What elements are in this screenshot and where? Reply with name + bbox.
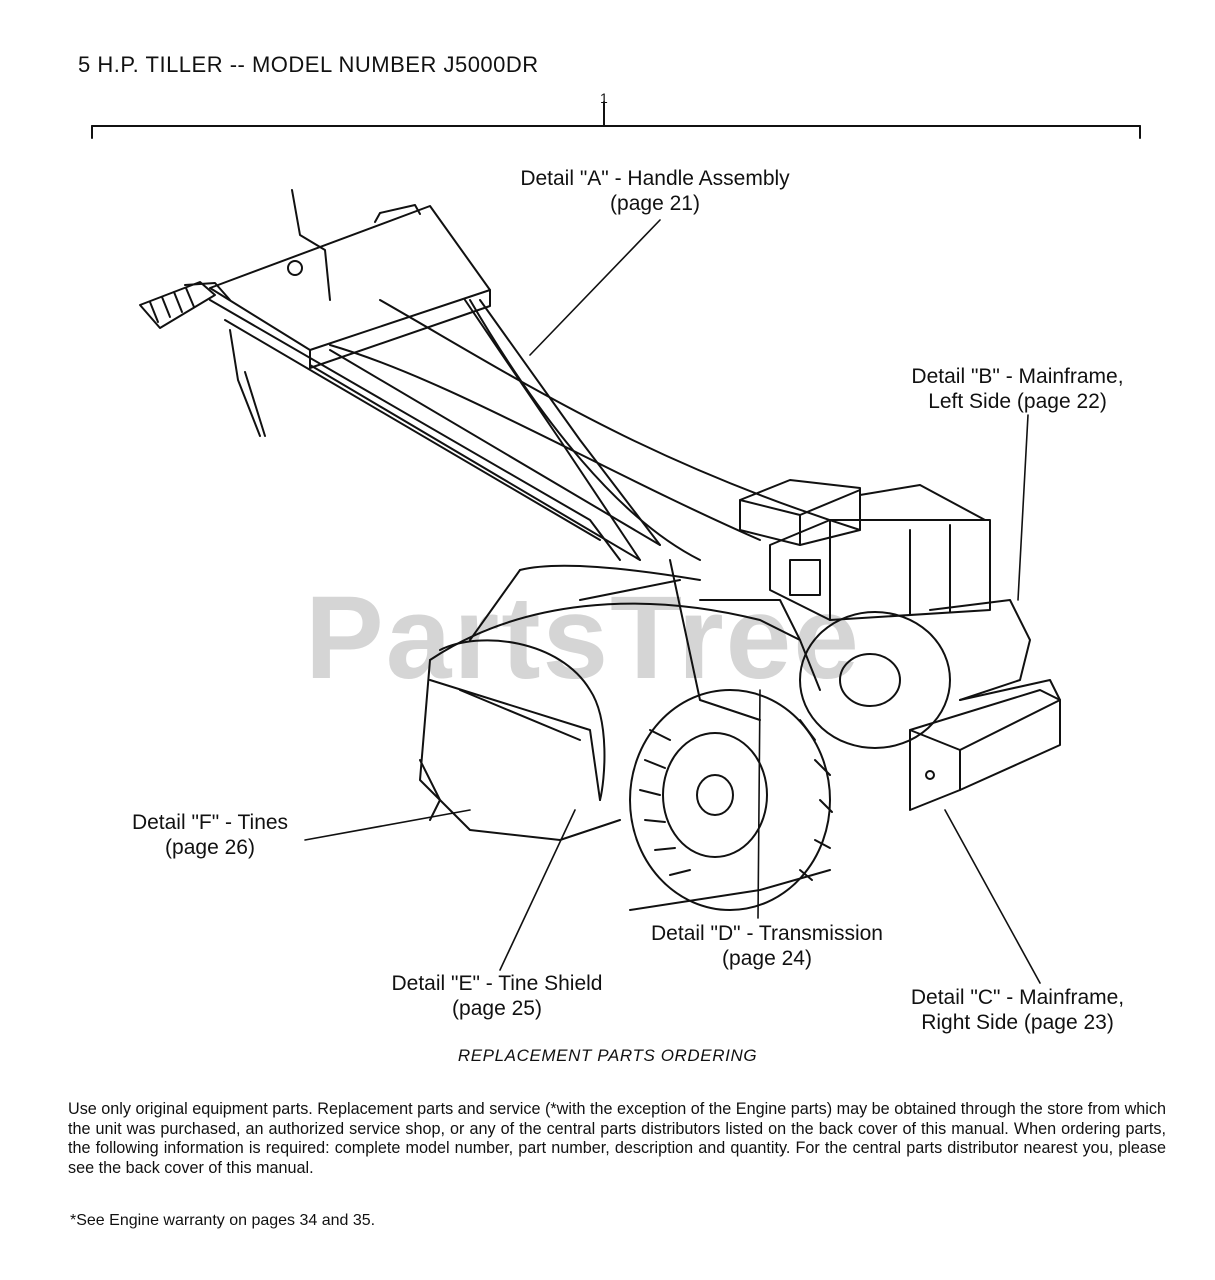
transmission bbox=[579, 559, 821, 721]
tine-shield bbox=[419, 564, 801, 841]
callout-detail-b: Detail "B" - Mainframe, Left Side (page … bbox=[875, 364, 1160, 414]
handle-grips bbox=[139, 189, 331, 437]
callout-detail-f-page: (page 26) bbox=[165, 836, 255, 859]
leader-line-d bbox=[757, 689, 761, 919]
watermark-logo: PartsTree bbox=[305, 572, 861, 704]
callout-detail-b-page: Left Side (page 22) bbox=[928, 390, 1107, 413]
callout-detail-a: Detail "A" - Handle Assembly (page 21) bbox=[475, 166, 835, 216]
callout-detail-c: Detail "C" - Mainframe, Right Side (page… bbox=[875, 985, 1160, 1035]
leader-line-e bbox=[499, 809, 576, 971]
callout-detail-c-page: Right Side (page 23) bbox=[921, 1011, 1114, 1034]
section-heading: REPLACEMENT PARTS ORDERING bbox=[457, 1046, 758, 1065]
engine bbox=[739, 479, 1031, 749]
leader-line-a bbox=[529, 219, 661, 356]
callout-detail-f-title: Detail "F" - Tines bbox=[131, 811, 289, 834]
assembly-bracket bbox=[91, 101, 1141, 139]
leader-line-f bbox=[304, 809, 471, 841]
wheel-tire bbox=[629, 689, 833, 911]
mainframe-right bbox=[909, 679, 1061, 811]
callout-detail-e-title: Detail "E" - Tine Shield bbox=[391, 972, 603, 995]
callout-detail-e-page: (page 25) bbox=[452, 997, 542, 1020]
handle-panel bbox=[209, 204, 491, 369]
callout-detail-d: Detail "D" - Transmission (page 24) bbox=[612, 921, 922, 971]
leader-line-b bbox=[1017, 414, 1029, 601]
assembly-reference-number: 1 bbox=[600, 90, 608, 106]
callout-detail-d-page: (page 24) bbox=[722, 947, 812, 970]
callout-detail-a-page: (page 21) bbox=[610, 192, 700, 215]
callout-detail-c-title: Detail "C" - Mainframe, bbox=[910, 986, 1125, 1009]
callout-detail-e: Detail "E" - Tine Shield (page 25) bbox=[352, 971, 642, 1021]
leader-line-c bbox=[944, 809, 1041, 984]
handle-tubes bbox=[209, 299, 861, 561]
engine-warranty-footnote: *See Engine warranty on pages 34 and 35. bbox=[70, 1212, 376, 1229]
callout-detail-d-title: Detail "D" - Transmission bbox=[651, 922, 883, 945]
ordering-paragraph: Use only original equipment parts. Repla… bbox=[68, 1100, 1166, 1177]
callout-detail-f: Detail "F" - Tines (page 26) bbox=[95, 810, 325, 860]
leader-lines bbox=[304, 219, 1041, 984]
callout-detail-a-title: Detail "A" - Handle Assembly bbox=[520, 167, 790, 190]
callout-detail-b-title: Detail "B" - Mainframe, bbox=[911, 365, 1124, 388]
page-title: 5 H.P. TILLER -- MODEL NUMBER J5000DR bbox=[78, 52, 539, 77]
